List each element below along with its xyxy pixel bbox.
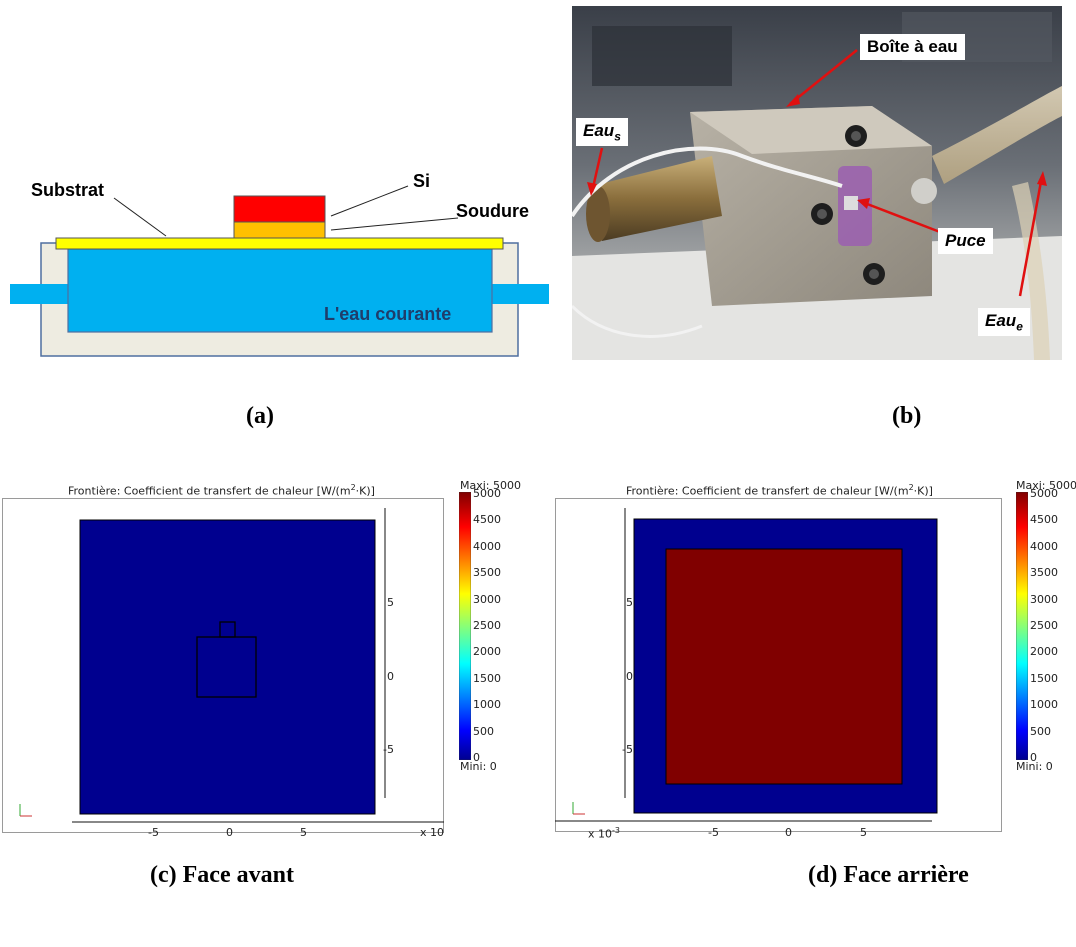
plot-c-cbar-tick-4000: 4000	[473, 539, 501, 553]
panel-c-label: (c) Face avant	[150, 862, 294, 888]
silicon-chip	[233, 195, 326, 223]
plot-d-cbar-tick-3500: 3500	[1030, 566, 1058, 580]
plot-c-ytick-m5: -5	[383, 743, 394, 756]
panel-a-label: (a)	[246, 403, 274, 429]
solder-layer	[233, 221, 326, 239]
plot-d-cbar-tick-2500: 2500	[1030, 619, 1058, 632]
plot-d-axis-triad	[572, 802, 585, 815]
water-label: L'eau courante	[324, 304, 452, 324]
plot-c-title: Frontière: Coefficient de transfert de c…	[68, 483, 375, 498]
water-box-photo: Boîte à eau Eaus Puce Eaue	[572, 6, 1062, 360]
plot-d-cbar-tick-4500: 4500	[1030, 513, 1058, 527]
plot-d-maxi: Maxi: 5000	[1016, 479, 1076, 492]
plot-c-cbar-tick-4500: 4500	[473, 513, 501, 527]
plot-c-cbar-tick-500: 500	[473, 724, 494, 738]
plot-c-cbar-tick-1000: 1000	[473, 698, 501, 712]
eau-e-callout: Eaue	[978, 308, 1030, 337]
plot-c-ytick-0: 0	[387, 670, 394, 683]
plot-c-cbar-tick-2500: 2500	[473, 619, 501, 632]
plot-c-axis-triad	[19, 804, 32, 817]
substrate-layer	[55, 237, 504, 250]
plot-d-ytick-5: 5	[626, 596, 633, 609]
si-label: Si	[413, 171, 431, 191]
plot-c-cbar-tick-0: 0	[473, 751, 480, 764]
plot-c-cbar-tick-1500: 1500	[473, 671, 501, 685]
plot-c-colorbar	[459, 492, 471, 760]
inlet-pipe	[10, 284, 68, 304]
plot-c-exponent: x 10	[420, 826, 445, 839]
plot-d-cbar-tick-1500: 1500	[1030, 671, 1058, 685]
photo-image	[572, 6, 1062, 360]
plot-c-pad-outline	[219, 621, 236, 638]
plot-c-ytick-5: 5	[387, 596, 394, 609]
plot-c-maxi: Maxi: 5000	[460, 479, 521, 492]
plot-d-hot-region	[665, 548, 903, 785]
soudure-leader	[330, 217, 459, 231]
boite-callout: Boîte à eau	[860, 34, 965, 60]
plot-d-cbar-tick-500: 500	[1030, 724, 1051, 738]
plot-c-cbar-tick-2000: 2000	[473, 645, 501, 659]
plot-d-cbar-tick-5000: 5000	[1030, 487, 1058, 500]
plot-c-xtick-0: 0	[226, 826, 233, 839]
soudure-label: Soudure	[456, 201, 530, 221]
cooling-schematic	[10, 185, 549, 357]
plot-c-cbar-tick-3000: 3000	[473, 592, 501, 606]
panel-d-label: (d) Face arrière	[808, 862, 969, 888]
plot-d-canvas	[555, 508, 938, 822]
plot-c-xtick-5: 5	[300, 826, 307, 839]
plot-d-cbar-tick-3000: 3000	[1030, 592, 1058, 606]
substrat-leader	[113, 197, 167, 237]
puce-callout: Puce	[938, 228, 993, 254]
plot-c-heat-region	[79, 519, 376, 815]
plot-d-title: Frontière: Coefficient de transfert de c…	[626, 483, 933, 498]
water-channel	[67, 248, 493, 333]
plot-c-xtick-m5: -5	[148, 826, 159, 839]
plot-d-cbar-tick-2000: 2000	[1030, 645, 1058, 659]
panel-b-label: (b)	[892, 403, 922, 429]
plot-d-exponent: x 10-3	[588, 826, 620, 841]
plot-c-cbar-tick-5000: 5000	[473, 487, 501, 500]
plot-d-ytick-m5: -5	[622, 743, 633, 756]
plot-c-cbar-tick-3500: 3500	[473, 566, 501, 580]
plot-d-xtick-m5: -5	[708, 826, 719, 839]
plot-d-colorbar	[1016, 492, 1028, 760]
plot-d-xtick-0: 0	[785, 826, 792, 839]
si-leader	[330, 185, 409, 217]
outlet-pipe	[492, 284, 549, 304]
eau-s-callout: Eaus	[576, 118, 628, 147]
plot-d-cbar-tick-4000: 4000	[1030, 539, 1058, 553]
plot-d-ytick-0: 0	[626, 670, 633, 683]
plot-d-xtick-5: 5	[860, 826, 867, 839]
substrat-label: Substrat	[31, 180, 105, 200]
plot-d-mini: Mini: 0	[1016, 760, 1053, 773]
plot-d-cbar-tick-1000: 1000	[1030, 698, 1058, 712]
plot-c-canvas	[19, 508, 444, 823]
plot-d-cbar-tick-0: 0	[1030, 751, 1037, 764]
plot-c-mini: Mini: 0	[460, 760, 497, 773]
